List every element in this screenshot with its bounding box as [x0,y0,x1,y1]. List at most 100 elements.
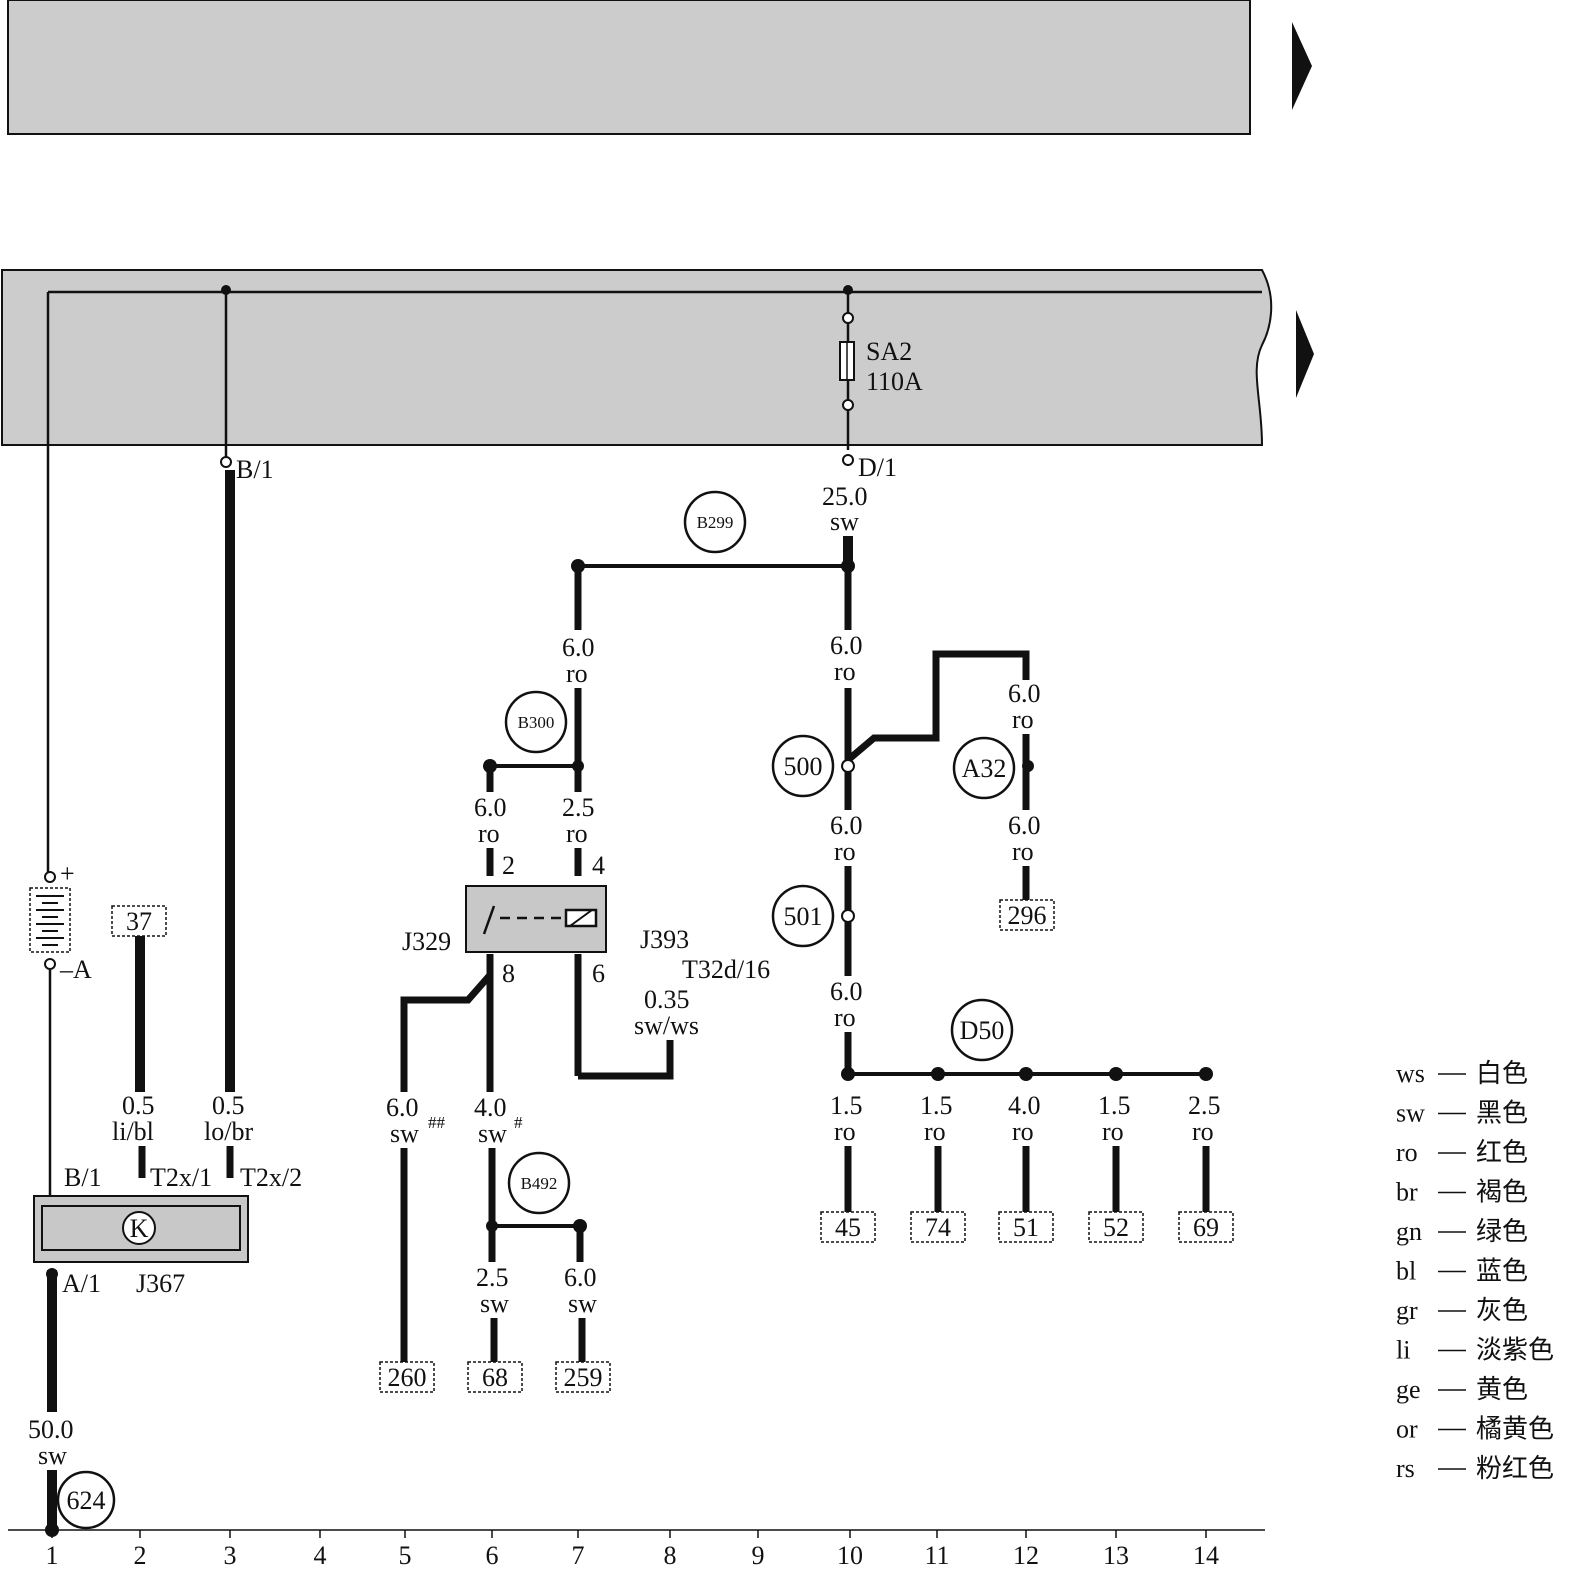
fuse-rating-label: 110A [866,367,923,396]
a32-upper-gauge: 6.0 [1008,679,1041,708]
terminal-b1 [220,456,232,468]
column-number: 6 [486,1541,499,1569]
d50-ref-label: 52 [1103,1213,1129,1242]
out5-gauge: 6.0 [386,1093,419,1122]
j367-b-gauge: 0.5 [122,1091,155,1120]
out7-gauge: 6.0 [564,1263,597,1292]
ref-260-label: 260 [388,1363,427,1392]
connector-d50 [950,998,1014,1062]
t32d16-label: T32d/16 [682,955,770,984]
wire-a32-route [845,650,1030,763]
fuse-name-label: SA2 [866,337,912,366]
column-number: 14 [1193,1541,1219,1569]
column-number: 3 [224,1541,237,1569]
ref-37-label: 37 [126,907,152,936]
pin-2-label: 2 [502,851,515,880]
mid-501-d50-color: ro [834,1003,856,1032]
ref-296-label: 296 [1008,901,1047,930]
j329-label: J329 [402,927,451,956]
column-number: 1 [46,1541,59,1569]
battery-plus-terminal [44,871,56,883]
connector-b299-label: B299 [697,513,734,532]
connector-624-label: 624 [67,1486,106,1515]
d50-out-gauge: 1.5 [920,1091,953,1120]
legend-code: gr [1396,1296,1418,1325]
t2x1-label: T2x/1 [150,1163,212,1192]
ref-68-label: 68 [482,1363,508,1392]
fuse-terminal-bottom [842,399,854,411]
legend-name: 粉红色 [1476,1454,1554,1484]
legend-name: 白色 [1476,1059,1528,1089]
connector-b492 [507,1151,571,1215]
right-upper-gauge: 6.0 [830,631,863,660]
d50-out-gauge: 4.0 [1008,1091,1041,1120]
d50-ref-label: 74 [925,1213,951,1242]
legend-name: 淡紫色 [1476,1336,1554,1366]
column-number: 12 [1013,1541,1039,1569]
ground-color: sw [38,1441,67,1470]
legend-name: 灰色 [1476,1296,1528,1326]
d50-splice-node [1199,1067,1213,1081]
out6-gauge: 4.0 [474,1093,507,1122]
terminal-d1-label: D/1 [858,453,897,482]
d50-ref-box [820,1211,876,1243]
d50-ref-box [910,1211,966,1243]
ref-box-296 [999,899,1055,931]
column-number: 11 [924,1541,949,1569]
d50-out-color: ro [1012,1117,1034,1146]
bus-node-d [843,285,853,295]
main-wire-gauge: 25.0 [822,482,868,511]
j367-b-color: li/bl [112,1117,154,1146]
d50-ref-label: 45 [835,1213,861,1242]
splice-501 [841,909,855,923]
legend-code: li [1396,1336,1410,1365]
legend-name: 橘黄色 [1476,1415,1554,1445]
legend-name: 黑色 [1476,1099,1528,1129]
connector-a32 [952,736,1016,800]
ref-box-260 [379,1361,435,1393]
column-number: 8 [664,1541,677,1569]
main-continue-arrow-icon [1296,310,1314,398]
out6-color: sw [478,1119,507,1148]
j367-c-gauge: 0.5 [212,1091,245,1120]
wire-out5-route [400,972,493,1092]
main-bus-bar [1,269,1273,446]
legend-code: ws [1396,1059,1425,1088]
legend-code: ge [1396,1375,1421,1404]
d50-out-color: ro [1192,1117,1214,1146]
d50-ref-box [1178,1211,1234,1243]
d50-ref-label: 51 [1013,1213,1039,1242]
d50-splice-node [931,1067,945,1081]
a32-upper-color: ro [1012,705,1034,734]
d50-out-gauge: 1.5 [830,1091,863,1120]
upper-bus-bar [7,0,1251,135]
a32-lower-color: ro [1012,837,1034,866]
mid-501-d50-gauge: 6.0 [830,977,863,1006]
out5-color: sw [390,1119,419,1148]
terminal-d1 [842,454,854,466]
column-number: 7 [572,1541,585,1569]
mid-500-501-color: ro [834,837,856,866]
j329-in2-gauge: 6.0 [474,793,507,822]
legend-name: 蓝色 [1476,1257,1528,1287]
d50-out-gauge: 1.5 [1098,1091,1131,1120]
legend-code: gn [1396,1217,1422,1246]
legend-code: or [1396,1415,1418,1444]
j367-b1-label: B/1 [64,1163,102,1192]
connector-b300 [504,690,568,754]
j367-a1-label: A/1 [62,1269,101,1298]
a32-lower-gauge: 6.0 [1008,811,1041,840]
ground-gauge: 50.0 [28,1415,74,1444]
d50-out-color: ro [1102,1117,1124,1146]
j367-c-color: lo/br [204,1117,253,1146]
pin-6-label: 6 [592,959,605,988]
legend-name: 黄色 [1476,1375,1528,1405]
left-branch-color: ro [566,659,588,688]
left-branch-gauge: 6.0 [562,633,595,662]
relay-switch-icon [482,905,496,935]
mid-500-501-gauge: 6.0 [830,811,863,840]
d50-splice-node [1019,1067,1033,1081]
d50-splice-node [1109,1067,1123,1081]
right-upper-color: ro [834,657,856,686]
